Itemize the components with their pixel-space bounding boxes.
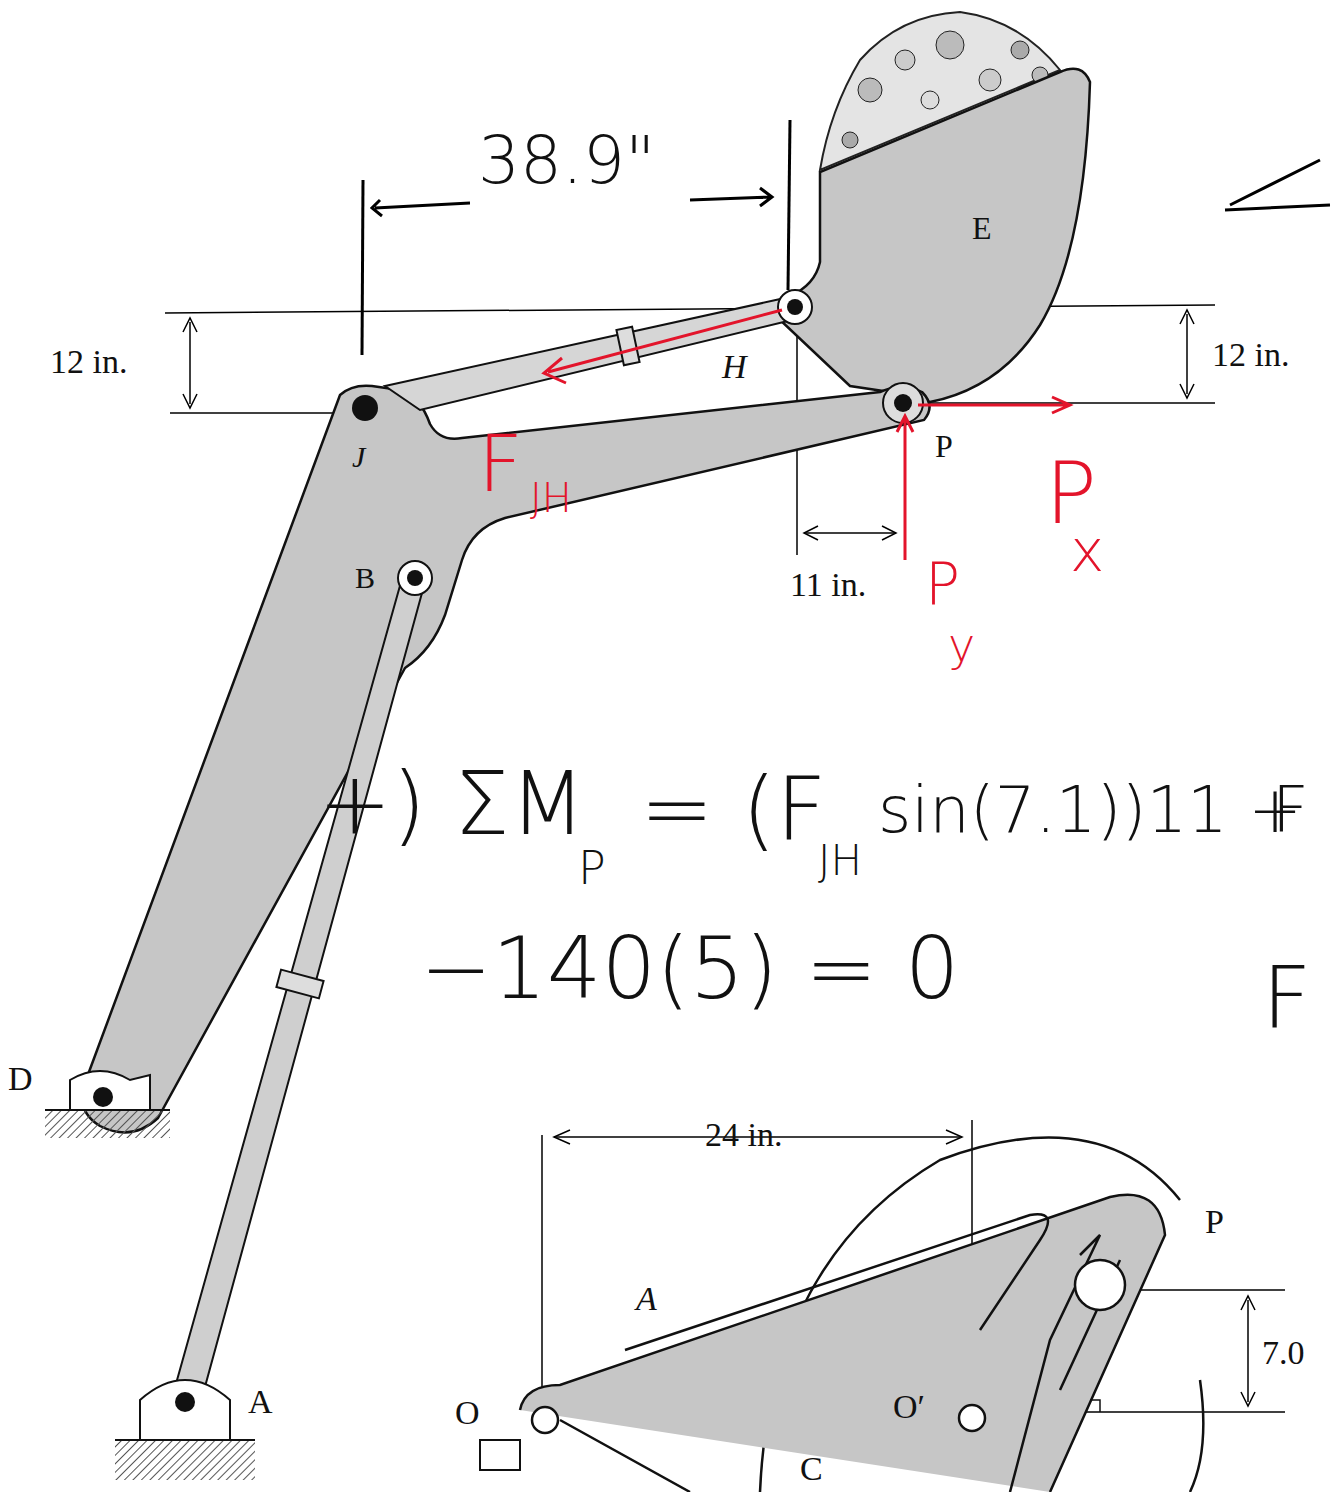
point-label: E — [972, 212, 992, 244]
dimension: 12 in. — [50, 345, 127, 379]
force-subscript: x — [1070, 522, 1104, 580]
point-label: O — [455, 1396, 480, 1430]
equation-subscript: JH — [818, 840, 862, 882]
point-label: H — [722, 350, 747, 384]
cylinder-band — [616, 327, 639, 366]
point-label: O′ — [893, 1390, 925, 1424]
equation: −140(5) = 0 — [420, 925, 959, 1011]
cylinder-band — [276, 970, 323, 999]
force-label: F — [478, 425, 523, 503]
boom — [82, 386, 929, 1133]
equation: +) ΣM — [318, 760, 586, 848]
bucket — [778, 69, 1090, 402]
equation: = (F — [640, 765, 827, 853]
point-label: J — [352, 442, 365, 472]
dimension: 12 in. — [1212, 338, 1289, 372]
part-label: A — [636, 1282, 657, 1316]
pins — [93, 290, 923, 1412]
part-label: C — [800, 1452, 823, 1486]
equation: sin(7.1))11 + — [878, 778, 1302, 842]
point-label: P — [1205, 1205, 1224, 1239]
force-vectors — [544, 310, 1070, 560]
force-subscript: y — [948, 622, 975, 668]
point-label: D — [8, 1062, 33, 1096]
equation-subscript: P — [578, 845, 606, 891]
bucket-cylinder — [385, 298, 792, 410]
force-subscript: JH — [530, 478, 572, 518]
boom-cylinder — [172, 575, 425, 1405]
handwritten-dimension: 38.9" — [478, 128, 655, 194]
equation: F — [1272, 778, 1309, 842]
point-label: P — [935, 430, 953, 462]
dimension: 7.0 — [1262, 1336, 1305, 1370]
force-label: P — [925, 555, 960, 613]
equation: F — [1262, 955, 1311, 1041]
dimension: 24 in. — [705, 1118, 782, 1152]
linkage-mechanism — [520, 1138, 1203, 1492]
point-label: B — [355, 563, 375, 593]
point-label: A — [248, 1385, 273, 1419]
dimension: 11 in. — [790, 568, 866, 602]
